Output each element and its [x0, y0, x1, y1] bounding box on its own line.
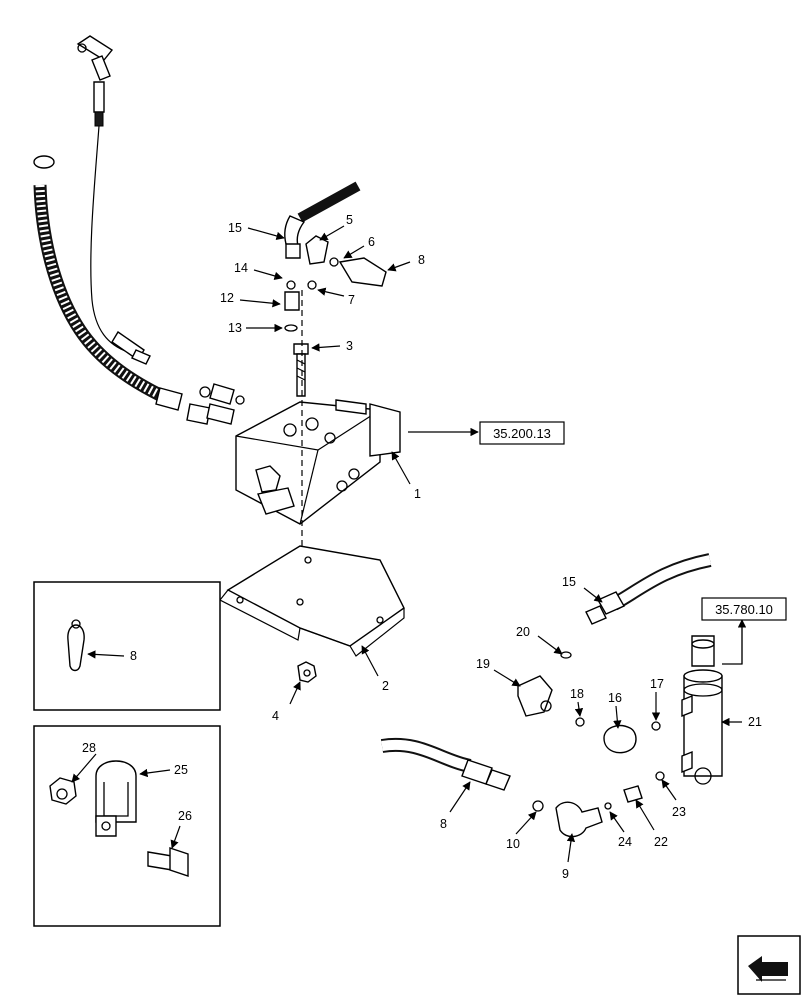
- callout-23: 23: [672, 805, 686, 819]
- callout-labels: 15 5 6 8 14 7 12 13 3 1 2 4 8 28 25 26 1…: [82, 213, 762, 881]
- leader-lines: [71, 225, 747, 863]
- callout-20: 20: [516, 625, 530, 639]
- callout-25: 25: [174, 763, 188, 777]
- upper-hose-assembly: [76, 35, 151, 365]
- callout-14: 14: [234, 261, 248, 275]
- inset-box-25-26-27: [33, 725, 221, 927]
- callout-19: 19: [476, 657, 490, 671]
- valve-block: [235, 399, 401, 525]
- callout-18: 18: [570, 687, 584, 701]
- mounting-bracket: [219, 545, 405, 657]
- callout-8b: 8: [440, 817, 447, 831]
- cylinder: [681, 635, 723, 785]
- valve-fittings: [284, 181, 387, 332]
- callout-24: 24: [618, 835, 632, 849]
- callout-5: 5: [346, 213, 353, 227]
- callout-15b: 15: [562, 575, 576, 589]
- callout-10: 10: [506, 837, 520, 851]
- nut: [297, 661, 317, 683]
- callout-1: 1: [414, 487, 421, 501]
- callout-3: 3: [346, 339, 353, 353]
- callout-2: 2: [382, 679, 389, 693]
- callout-17: 17: [650, 677, 664, 691]
- callout-16: 16: [608, 691, 622, 705]
- callout-28: 8: [130, 649, 137, 663]
- callout-8: 8: [418, 253, 425, 267]
- callout-21: 21: [748, 715, 762, 729]
- callout-13: 13: [228, 321, 242, 335]
- callout-26: 26: [178, 809, 192, 823]
- callout-6: 6: [368, 235, 375, 249]
- callout-15: 15: [228, 221, 242, 235]
- reference-label: 35.200.13: [493, 426, 551, 441]
- callout-7: 7: [348, 293, 355, 307]
- reference-label: 35.780.10: [715, 602, 773, 617]
- elbow-fitting-9: [555, 771, 665, 838]
- hose-upper-right: [560, 553, 712, 659]
- reference-box-cylinder[interactable]: 35.780.10: [701, 597, 787, 621]
- callout-27: 28: [82, 741, 96, 755]
- hose-lower-right: [380, 737, 544, 812]
- callout-4: 4: [272, 709, 279, 723]
- inset-box-28: [33, 581, 221, 711]
- navigation-arrow-icon[interactable]: [737, 935, 801, 995]
- bolt: [293, 343, 309, 397]
- callout-9: 9: [562, 867, 569, 881]
- coiled-hose: [33, 155, 245, 425]
- callout-12: 12: [220, 291, 234, 305]
- callout-22: 22: [654, 835, 668, 849]
- reference-box-valve[interactable]: 35.200.13: [479, 421, 565, 445]
- elbow-fitting-19: [517, 675, 553, 717]
- tee-fitting-16: [575, 717, 661, 754]
